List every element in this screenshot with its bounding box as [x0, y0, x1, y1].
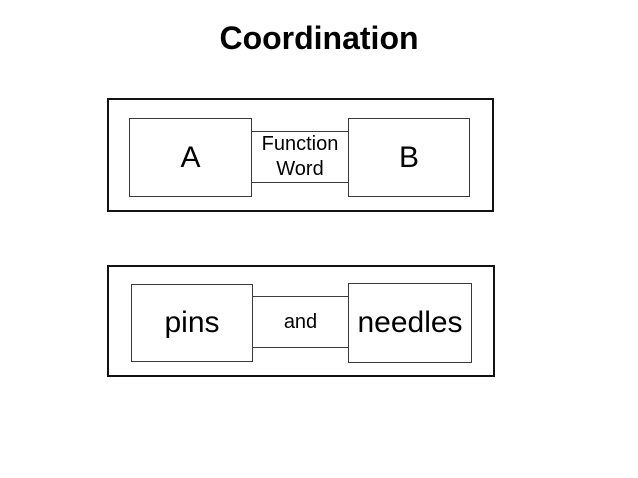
conjunct-b-box: B: [348, 118, 470, 197]
conjunct-b-label: B: [398, 140, 419, 174]
function-word-label: Function Word: [261, 133, 339, 180]
and-box: and: [252, 296, 349, 348]
needles-label: needles: [357, 306, 463, 339]
slide-title: Coordination: [219, 20, 419, 56]
pins-box: pins: [131, 284, 253, 362]
needles-box: needles: [348, 283, 472, 363]
schema-frame: A Function Word B: [107, 98, 494, 212]
example-frame: pins and needles: [107, 265, 495, 377]
function-word-box: Function Word: [251, 131, 349, 183]
pins-label: pins: [164, 306, 220, 339]
conjunct-a-label: A: [180, 140, 201, 174]
and-label: and: [283, 310, 318, 333]
conjunct-a-box: A: [129, 118, 252, 197]
